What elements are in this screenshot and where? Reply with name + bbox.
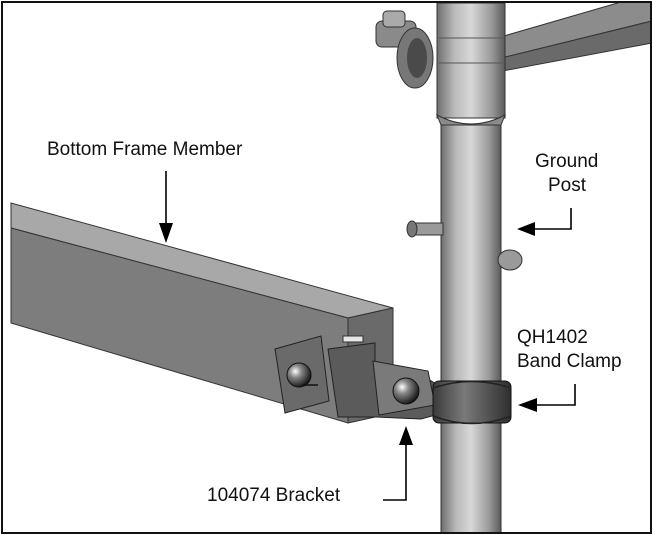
bracket-104074: [274, 335, 444, 420]
arrowhead-bottom-frame-member: [159, 223, 173, 243]
label-ground-post-line1: Ground: [535, 151, 599, 172]
label-band-clamp-line1: QH1402: [517, 327, 588, 348]
post-pins: [406, 220, 523, 271]
band-clamp: [432, 380, 512, 425]
arrow-bracket: [383, 443, 407, 501]
assembly-illustration: [10, 3, 650, 532]
label-ground-post-line2: Post: [548, 175, 587, 196]
arrow-ground-post: [533, 208, 572, 230]
arrowhead-ground-post: [517, 222, 535, 236]
arrowhead-bracket: [399, 426, 413, 445]
arrow-band-clamp: [535, 384, 576, 406]
label-bottom-frame-member: Bottom Frame Member: [47, 139, 243, 160]
label-band-clamp-line2: Band Clamp: [517, 351, 622, 372]
arrowhead-band-clamp: [518, 398, 537, 412]
top-clamp-fitting: [375, 10, 434, 89]
ground-post: [436, 3, 506, 532]
label-bracket: 104074 Bracket: [207, 485, 341, 506]
leader-arrows: [159, 171, 576, 501]
